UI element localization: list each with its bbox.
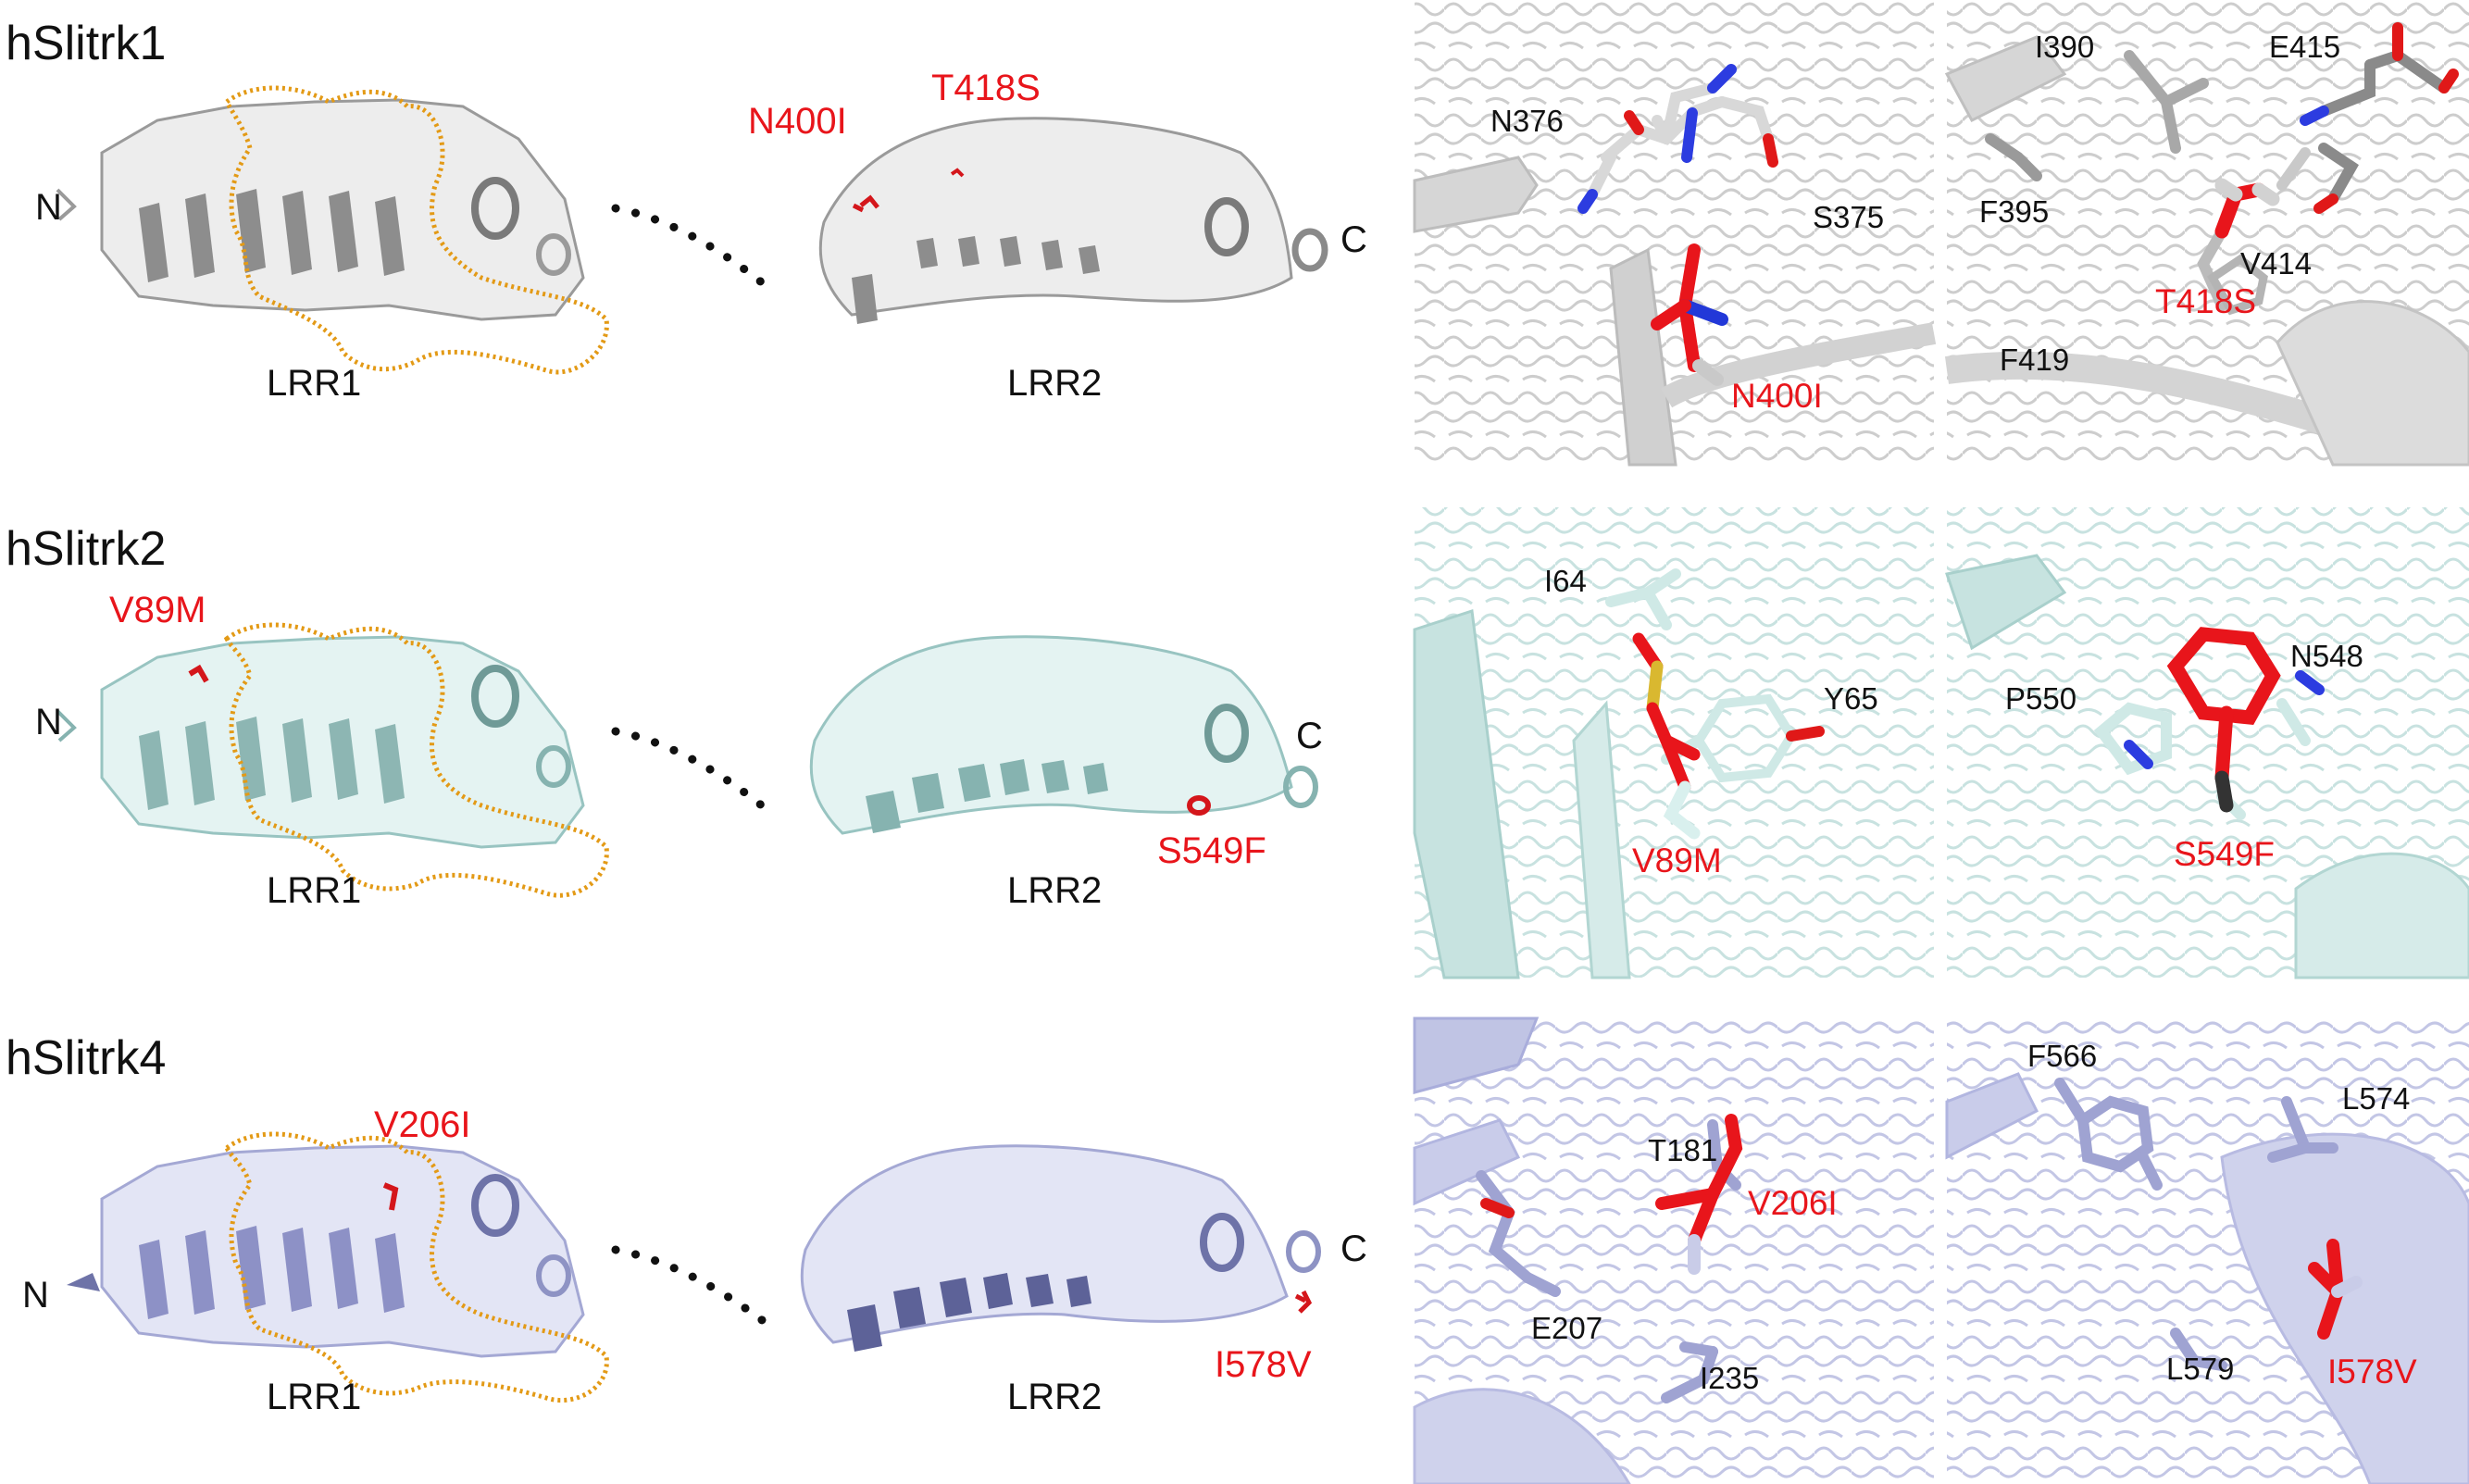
mutation-label-s549f: S549F: [2174, 835, 2275, 873]
residue-label-i64: I64: [1544, 564, 1587, 598]
mutation-label-n400i: N400I: [1731, 377, 1823, 415]
lrr1-structure-hslitrk2: [56, 622, 609, 898]
n-terminus-label-hslitrk4: N: [22, 1275, 49, 1316]
mutation-label-s549f-overview: S549F: [1157, 830, 1266, 871]
row-title-hslitrk4: hSlitrk4: [6, 1031, 166, 1085]
residue-label-p550: P550: [2005, 681, 2076, 716]
lrr2-label-hslitrk4: LRR2: [1007, 1377, 1102, 1417]
mutation-label-t418s: T418S: [2155, 282, 2256, 320]
mutation-label-n400i-overview: N400I: [748, 101, 847, 142]
zoom-panel-t418s: I390 E415 F395 V414 F419 T418S: [1944, 0, 2469, 467]
lrr2-label-hslitrk1: LRR2: [1007, 363, 1102, 404]
linker-dots: [611, 727, 778, 819]
n-terminus-label-hslitrk1: N: [35, 187, 62, 228]
lrr2-label-hslitrk2: LRR2: [1007, 870, 1102, 911]
residue-label-t181: T181: [1648, 1133, 1717, 1167]
residue-label-f395: F395: [1979, 194, 2049, 229]
row-title-hslitrk2: hSlitrk2: [6, 522, 166, 576]
residue-label-f419: F419: [2000, 343, 2069, 377]
lrr1-label-hslitrk1: LRR1: [267, 363, 361, 404]
residue-label-l574: L574: [2342, 1081, 2410, 1116]
residue-label-v414: V414: [2240, 246, 2312, 281]
row-title-hslitrk1: hSlitrk1: [6, 17, 166, 70]
residue-label-s375: S375: [1813, 200, 1884, 234]
linker-dots: [611, 204, 778, 296]
lrr1-structure-hslitrk1: [56, 85, 609, 375]
zoom-panel-n400i: N376 S375 N400I: [1413, 0, 1937, 467]
mutation-label-v206i-overview: V206I: [374, 1104, 471, 1145]
residue-label-i390: I390: [2035, 30, 2094, 64]
residue-label-i235: I235: [1700, 1361, 1759, 1395]
residue-label-n376: N376: [1490, 104, 1564, 138]
residue-label-y65: Y65: [1824, 681, 1878, 716]
mutation-label-t418s-overview: T418S: [931, 68, 1041, 108]
lrr2-structure-hslitrk1: [818, 117, 1328, 324]
residue-label-l579: L579: [2166, 1352, 2234, 1386]
n-terminus-label-hslitrk2: N: [35, 702, 62, 742]
mutation-label-i578v: I578V: [2327, 1353, 2417, 1390]
residue-label-n548: N548: [2290, 639, 2363, 673]
zoom-panel-v206i: T181 E207 I235 V206I: [1413, 1016, 1934, 1484]
lrr1-structure-hslitrk4: [67, 1131, 609, 1403]
row-hslitrk4: hSlitrk4 N V206I LRR1: [6, 1016, 2469, 1484]
c-terminus-label-hslitrk4: C: [1340, 1228, 1367, 1269]
linker-dots: [611, 1245, 778, 1333]
lrr2-ribbon: [818, 117, 1293, 317]
lrr2-structure-hslitrk4: [800, 1144, 1321, 1352]
residue-label-e415: E415: [2269, 30, 2340, 64]
mutation-label-v206i: V206I: [1748, 1184, 1838, 1222]
residue-label-f566: F566: [2027, 1039, 2097, 1073]
lrr1-label-hslitrk2: LRR1: [267, 870, 361, 911]
zoom-panel-i578v: F566 L574 L579 I578V: [1945, 1018, 2469, 1484]
mutation-label-v89m-overview: V89M: [109, 590, 206, 630]
mutation-label-v89m: V89M: [1632, 842, 1722, 879]
zoom-panel-s549f: N548 P550 S549F: [1945, 507, 2469, 979]
c-terminus-label-hslitrk2: C: [1296, 716, 1323, 756]
residue-label-e207: E207: [1531, 1311, 1602, 1345]
row-hslitrk2: hSlitrk2 N V89M LRR1: [6, 507, 2469, 979]
lrr1-loop-outline: [223, 85, 609, 375]
c-terminus-label-hslitrk1: C: [1340, 219, 1367, 260]
lrr1-label-hslitrk4: LRR1: [267, 1377, 361, 1417]
zoom-panel-v89m: I64 Y65 V89M: [1413, 507, 1934, 979]
lrr2-structure-hslitrk2: [809, 635, 1318, 835]
mutation-label-i578v-overview: I578V: [1215, 1344, 1312, 1385]
row-hslitrk1: hSlitrk1 N LRR1: [6, 0, 2469, 467]
